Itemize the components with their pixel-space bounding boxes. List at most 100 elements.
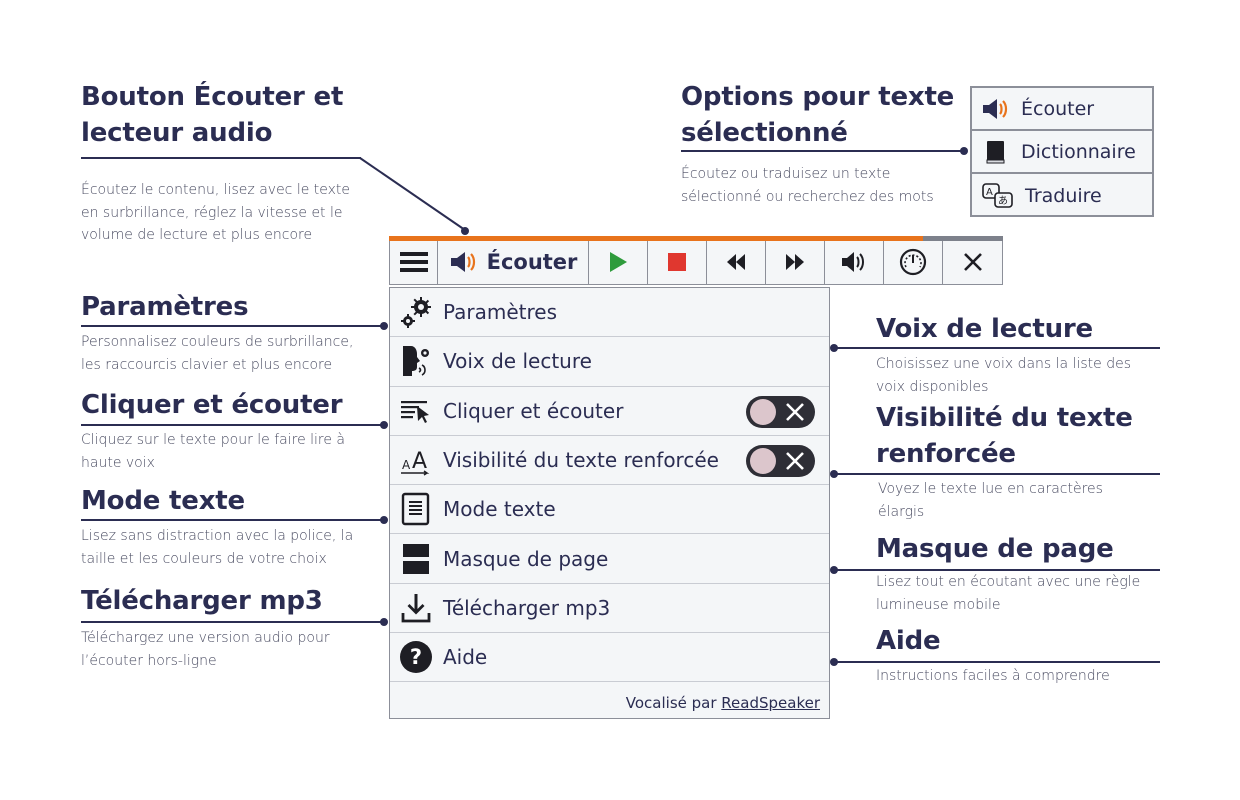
callout-selection-rule: [681, 150, 965, 152]
svg-text:A: A: [402, 458, 411, 472]
text-visibility-toggle[interactable]: [746, 444, 815, 477]
voice-head-icon: [398, 343, 434, 379]
menu-item-text-mode[interactable]: Mode texte: [390, 485, 829, 535]
callout-visibility-text: Voyez le texte lue en caractères élargis: [878, 481, 1103, 520]
click-listen-icon: [398, 393, 434, 429]
menu-item-page-mask-label: Masque de page: [443, 546, 609, 571]
callout-mask: Masque de page Lisez tout en écoutant av…: [876, 531, 1160, 616]
menu-item-download-label: Télécharger mp3: [443, 595, 611, 620]
toggle-off-icon: [786, 451, 804, 470]
callout-voice-text: Choisissez une voix dans la liste des vo…: [876, 356, 1131, 395]
menu-item-page-mask[interactable]: Masque de page: [390, 534, 829, 584]
click-listen-toggle[interactable]: [746, 395, 815, 428]
page-mask-icon: [398, 541, 434, 577]
speed-icon: [899, 248, 927, 276]
help-icon: ?: [398, 639, 434, 675]
selection-listen-item[interactable]: Écouter: [972, 88, 1152, 131]
callout-click: Cliquer et écouter Cliquez sur le texte …: [81, 387, 381, 474]
menu-item-text-mode-label: Mode texte: [443, 497, 556, 522]
callout-help-text: Instructions faciles à comprendre: [876, 668, 1110, 684]
speed-button[interactable]: [884, 236, 943, 284]
svg-text:A: A: [986, 187, 993, 198]
menu-item-voice[interactable]: Voix de lecture: [390, 337, 829, 387]
menu-button[interactable]: [390, 236, 438, 284]
svg-text:あ: あ: [998, 195, 1008, 207]
callout-mask-rule: [834, 569, 1160, 571]
volume-icon: [842, 252, 864, 272]
selection-dictionary-item[interactable]: Dictionnaire: [972, 131, 1152, 174]
callout-voice: Voix de lecture Choisissez une voix dans…: [876, 311, 1160, 398]
svg-text:?: ?: [410, 645, 422, 669]
callout-voice-title: Voix de lecture: [876, 314, 1093, 344]
translate-icon: Aあ: [982, 182, 1013, 208]
menu-item-help[interactable]: ? Aide: [390, 633, 829, 683]
footer-prefix: Vocalisé par: [625, 694, 717, 712]
rewind-button[interactable]: [707, 236, 766, 284]
menu-item-click-listen[interactable]: Cliquer et écouter: [390, 387, 829, 436]
callout-voice-rule: [834, 347, 1160, 349]
download-icon: [398, 590, 434, 626]
playback-progress-fill: [389, 236, 924, 241]
close-button[interactable]: [943, 236, 1002, 284]
callout-settings: Paramètres Personnalisez couleurs de sur…: [81, 289, 381, 376]
menu-item-click-listen-label: Cliquer et écouter: [443, 398, 624, 423]
callout-selection-text: Écoutez ou traduisez un texte sélectionn…: [681, 166, 934, 205]
play-icon: [610, 252, 627, 272]
listen-button[interactable]: Écouter: [438, 236, 589, 284]
menu-item-text-visibility-label: Visibilité du texte renforcée: [443, 448, 719, 473]
play-button[interactable]: [589, 236, 648, 284]
toggle-off-icon: [786, 402, 804, 421]
toggle-knob: [750, 398, 776, 425]
callout-selection-dot: [960, 147, 968, 155]
callout-click-rule: [81, 424, 383, 426]
playback-progress-bar[interactable]: [389, 236, 1003, 241]
readspeaker-link[interactable]: ReadSpeaker: [721, 694, 820, 712]
callout-settings-text: Personnalisez couleurs de surbrillance, …: [81, 334, 354, 373]
callout-textmode-title: Mode texte: [81, 486, 245, 516]
rewind-icon: [727, 254, 745, 270]
callout-download-dot: [380, 618, 388, 626]
fast-forward-button[interactable]: [766, 236, 825, 284]
callout-textmode-dot: [380, 516, 388, 524]
callout-settings-rule: [81, 325, 383, 327]
callout-mask-title: Masque de page: [876, 534, 1114, 564]
callout-click-text: Cliquez sur le texte pour le faire lire …: [81, 432, 346, 471]
selection-dictionary-label: Dictionnaire: [1021, 140, 1136, 163]
callout-download-title: Télécharger mp3: [81, 586, 323, 616]
callout-help-rule: [834, 661, 1160, 663]
listen-label: Écouter: [486, 250, 578, 274]
callout-click-title: Cliquer et écouter: [81, 390, 343, 420]
menu-item-settings-label: Paramètres: [443, 300, 558, 325]
document-icon: [398, 491, 434, 527]
selection-translate-label: Traduire: [1025, 184, 1102, 207]
menu-icon: [399, 252, 428, 272]
stop-button[interactable]: [648, 236, 707, 284]
callout-mask-text: Lisez tout en écoutant avec une règle lu…: [876, 574, 1141, 613]
player-toolbar: Écouter: [389, 236, 1003, 285]
menu-item-settings[interactable]: Paramètres: [390, 288, 829, 338]
callout-settings-dot: [380, 322, 388, 330]
callout-listen-text: Écoutez le contenu, lisez avec le texte …: [81, 182, 351, 243]
callout-textmode: Mode texte Lisez sans distraction avec l…: [81, 483, 381, 570]
callout-textmode-rule: [81, 519, 383, 521]
toggle-knob: [750, 447, 776, 474]
callout-download: Télécharger mp3 Téléchargez une version …: [81, 583, 381, 672]
callout-settings-title: Paramètres: [81, 292, 249, 322]
callout-download-text: Téléchargez une version audio pour l’éco…: [81, 630, 330, 669]
menu-item-help-label: Aide: [443, 645, 488, 670]
callout-help: Aide Instructions faciles à comprendre: [876, 623, 1160, 688]
stop-icon: [668, 253, 686, 271]
menu-item-download[interactable]: Télécharger mp3: [390, 584, 829, 634]
volume-button[interactable]: [825, 236, 884, 284]
speaker-icon: [983, 98, 1008, 119]
book-icon: [986, 140, 1005, 163]
